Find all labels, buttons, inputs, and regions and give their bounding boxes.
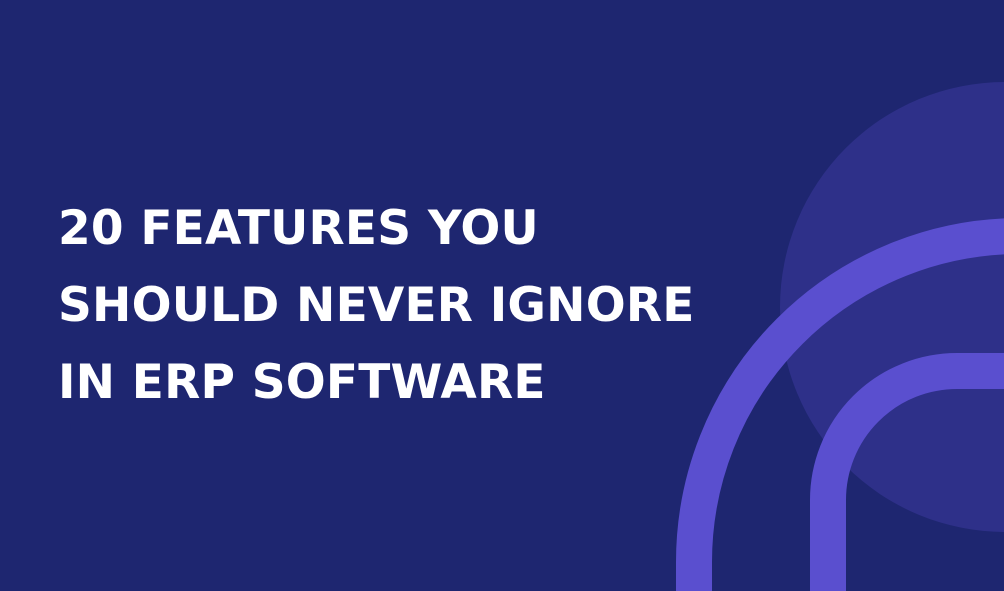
decorative-inner-arc bbox=[810, 353, 1004, 591]
title-line-3: IN ERP SOFTWARE bbox=[58, 355, 546, 410]
title-line-2: SHOULD NEVER IGNORE bbox=[58, 278, 695, 333]
decorative-outer-arc bbox=[676, 218, 1004, 591]
page-title: 20 FEATURES YOU SHOULD NEVER IGNORE IN E… bbox=[58, 190, 758, 421]
title-line-1: 20 FEATURES YOU bbox=[58, 201, 539, 256]
